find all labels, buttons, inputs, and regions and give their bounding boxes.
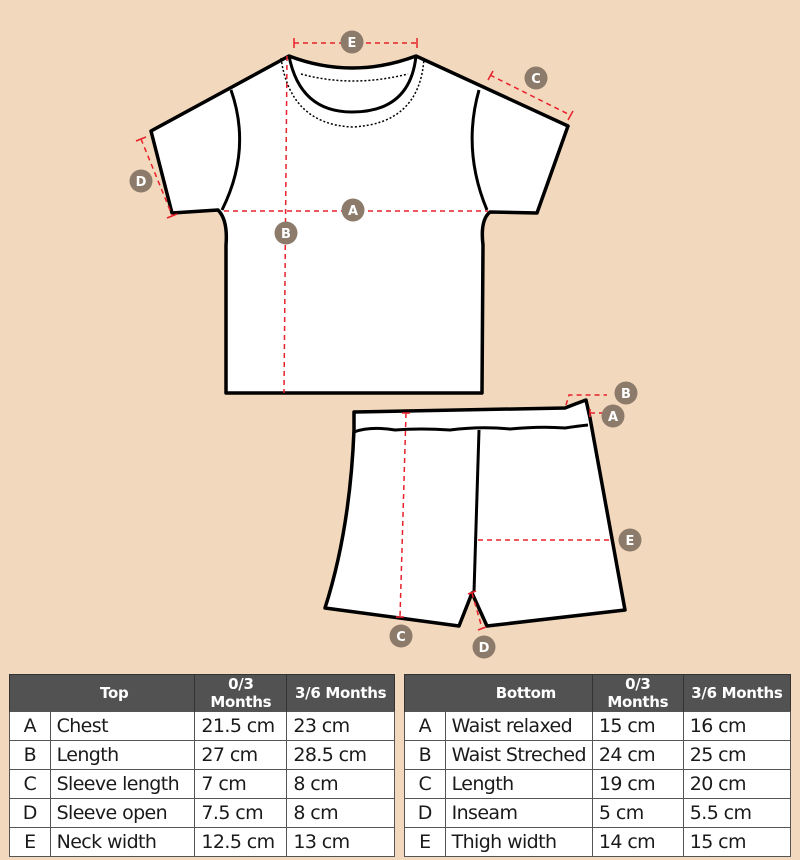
row-measurement: Length [444,769,593,799]
svg-text:C: C [531,72,541,87]
row-value-0-3: 7.5 cm [194,798,288,828]
row-value-0-3: 21.5 cm [194,711,288,741]
column-header-3-6-months: 3/6 Months [286,674,395,712]
row-letter: E [9,827,51,857]
table-title: Top [8,674,195,712]
row-value-0-3: 19 cm [591,769,684,799]
table-row: C Length 19 cm 20 cm [404,769,792,799]
table-row: E Neck width 12.5 cm 13 cm [9,827,395,857]
badge-bottom-e: E [618,528,642,552]
row-value-3-6: 16 cm [682,711,792,741]
svg-text:E: E [626,534,635,549]
column-header-0-3-months: 0/3 Months [591,674,684,712]
svg-text:B: B [281,227,291,242]
svg-text:C: C [396,630,406,645]
row-value-0-3: 14 cm [591,827,684,857]
row-letter: B [9,740,51,770]
badge-top-d: D [129,169,153,193]
row-measurement: Thigh width [444,827,593,857]
row-letter: A [404,711,446,741]
table-header-row: Top 0/3 Months 3/6 Months [8,674,395,712]
table-title: Bottom [404,674,593,712]
row-value-3-6: 23 cm [286,711,395,741]
badge-top-e: E [340,30,364,54]
row-letter: D [9,798,51,828]
row-measurement: Chest [49,711,196,741]
badge-bottom-b: B [614,381,638,405]
row-value-0-3: 24 cm [591,740,684,770]
row-value-3-6: 5.5 cm [682,798,792,828]
row-measurement: Waist relaxed [444,711,593,741]
row-value-0-3: 27 cm [194,740,288,770]
row-measurement: Waist Streched [444,740,593,770]
table-row: A Waist relaxed 15 cm 16 cm [404,711,792,741]
row-value-3-6: 28.5 cm [286,740,395,770]
table-row: A Chest 21.5 cm 23 cm [9,711,395,741]
row-value-0-3: 5 cm [591,798,684,828]
row-letter: C [404,769,446,799]
column-header-0-3-months: 0/3 Months [194,674,287,712]
row-value-3-6: 15 cm [682,827,792,857]
table-row: B Length 27 cm 28.5 cm [9,740,395,770]
svg-text:E: E [348,36,357,51]
row-measurement: Sleeve open [49,798,196,828]
top-size-table: Top 0/3 Months 3/6 Months A Chest 21.5 c… [8,674,395,857]
bottom-size-table: Bottom 0/3 Months 3/6 Months A Waist rel… [404,674,792,857]
row-letter: A [9,711,51,741]
svg-text:B: B [621,387,631,402]
badge-bottom-c: C [389,624,413,648]
row-measurement: Length [49,740,196,770]
row-letter: E [404,827,446,857]
badge-top-c: C [524,66,548,90]
row-value-3-6: 20 cm [682,769,792,799]
row-value-3-6: 8 cm [286,769,395,799]
badge-bottom-d: D [472,635,496,659]
row-letter: B [404,740,446,770]
table-row: C Sleeve length 7 cm 8 cm [9,769,395,799]
row-letter: D [404,798,446,828]
row-measurement: Sleeve length [49,769,196,799]
row-value-3-6: 13 cm [286,827,395,857]
row-value-0-3: 15 cm [591,711,684,741]
svg-text:D: D [479,641,490,656]
column-header-3-6-months: 3/6 Months [682,674,791,712]
table-row: D Sleeve open 7.5 cm 8 cm [9,798,395,828]
table-row: D Inseam 5 cm 5.5 cm [404,798,792,828]
badge-top-a: A [341,198,365,222]
badge-bottom-a: A [601,404,625,428]
svg-text:D: D [136,175,147,190]
row-value-3-6: 8 cm [286,798,395,828]
svg-text:A: A [608,410,618,425]
tshirt-illustration: E C D A B [129,30,574,395]
svg-text:A: A [348,204,358,219]
size-diagram: E C D A B [129,30,642,659]
row-measurement: Neck width [49,827,196,857]
row-value-0-3: 7 cm [194,769,288,799]
table-header-row: Bottom 0/3 Months 3/6 Months [404,674,791,712]
row-letter: C [9,769,51,799]
row-measurement: Inseam [444,798,593,828]
table-row: B Waist Streched 24 cm 25 cm [404,740,792,770]
row-value-0-3: 12.5 cm [194,827,288,857]
badge-top-b: B [274,221,298,245]
shorts-illustration: B A E C D [323,381,642,659]
table-row: E Thigh width 14 cm 15 cm [404,827,792,857]
row-value-3-6: 25 cm [682,740,792,770]
